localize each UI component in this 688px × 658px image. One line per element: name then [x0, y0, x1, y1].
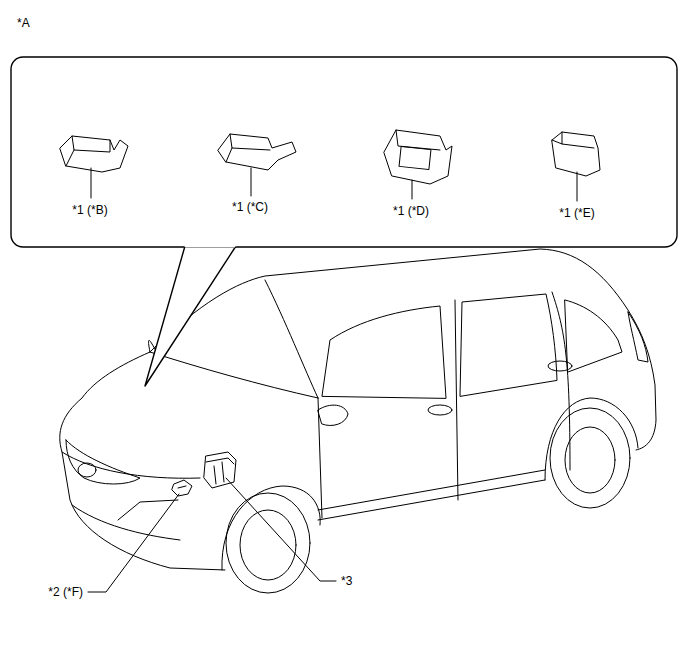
- callout-number: *1 (*E): [558, 206, 595, 220]
- callout-number: *2 (*F): [47, 585, 84, 599]
- callout-number: *3: [340, 574, 353, 588]
- callout-number: *1 (*D): [392, 204, 430, 218]
- callout-number: *1 (*C): [231, 200, 269, 214]
- callout-number: *1 (*B): [71, 203, 108, 217]
- figure-label: *A: [16, 16, 31, 30]
